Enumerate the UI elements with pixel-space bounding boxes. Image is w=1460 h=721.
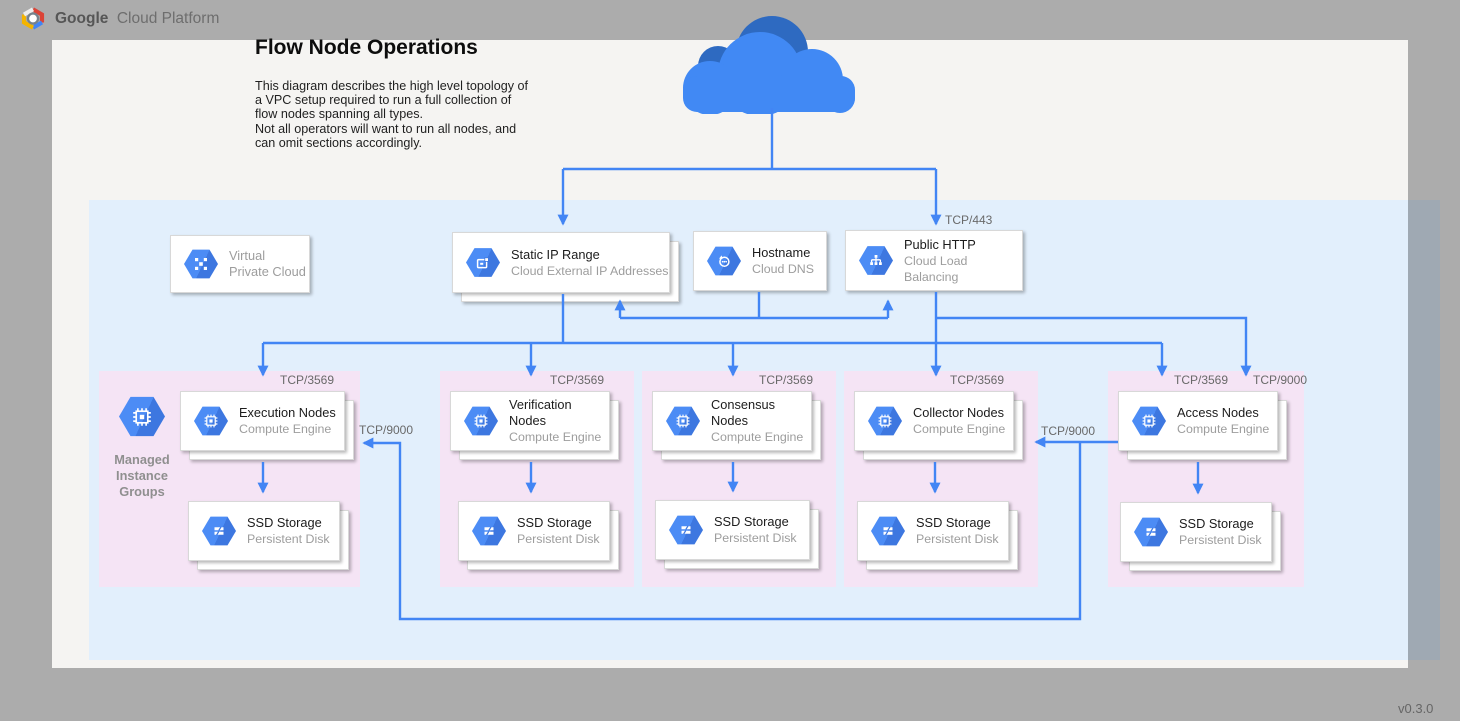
hostname-subtitle: Cloud DNS [752, 262, 814, 276]
compute-engine-icon [464, 406, 498, 436]
node-title: Access Nodes [1177, 405, 1259, 420]
storage-subtitle: Persistent Disk [517, 532, 600, 546]
external-ip-icon [466, 248, 500, 277]
node-subtitle: Compute Engine [509, 430, 602, 444]
page-title: Flow Node Operations [255, 36, 478, 59]
vpc-card: Virtual Private Cloud [170, 235, 310, 293]
public-http-subtitle: Cloud Load Balancing [904, 253, 968, 284]
compute-engine-icon [868, 406, 902, 436]
port-label-execution-3569: TCP/3569 [280, 373, 335, 387]
compute-engine-icon [1132, 406, 1166, 436]
vpc-network-zone-overflow [1408, 200, 1440, 660]
port-label-collector-3569: TCP/3569 [950, 373, 1005, 387]
persistent-disk-icon [1134, 517, 1168, 547]
storage-title: SSD Storage [247, 515, 322, 530]
static-ip-title: Static IP Range [511, 246, 600, 262]
node-subtitle: Compute Engine [1177, 422, 1270, 436]
version-label: v0.3.0 [1398, 701, 1434, 716]
node-title: Execution Nodes [239, 405, 336, 420]
vpc-card-line1: Virtual [229, 248, 266, 263]
public-http-title: Public HTTP [904, 236, 976, 252]
port-label-access-9000: TCP/9000 [1253, 373, 1308, 387]
gcp-logo-icon [20, 7, 46, 30]
hostname-title: Hostname [752, 245, 811, 260]
node-title: Collector Nodes [913, 405, 1005, 420]
compute-engine-icon [194, 406, 228, 436]
port-label-collector-9000: TCP/9000 [1041, 424, 1096, 438]
public-http-card: Public HTTP Cloud Load Balancing [845, 230, 1023, 291]
static-ip-subtitle: Cloud External IP Addresses [511, 263, 669, 278]
hostname-card: Hostname Cloud DNS [693, 231, 827, 291]
storage-title: SSD Storage [916, 515, 991, 530]
storage-subtitle: Persistent Disk [247, 532, 330, 546]
port-label-tcp443: TCP/443 [945, 213, 993, 227]
port-label-verification-3569: TCP/3569 [550, 373, 605, 387]
node-title: Verification Nodes [509, 397, 572, 428]
storage-title: SSD Storage [714, 514, 789, 529]
port-label-consensus-3569: TCP/3569 [759, 373, 814, 387]
node-subtitle: Compute Engine [913, 422, 1006, 436]
gcp-header: Google Cloud Platform [20, 7, 219, 30]
node-title: Consensus Nodes [711, 397, 776, 428]
cloud-icon [660, 14, 870, 114]
node-subtitle: Compute Engine [711, 430, 804, 444]
storage-title: SSD Storage [1179, 516, 1254, 531]
port-label-execution-9000: TCP/9000 [359, 423, 414, 437]
vpc-icon [184, 249, 218, 279]
compute-engine-icon [666, 406, 700, 436]
persistent-disk-icon [202, 516, 236, 546]
storage-subtitle: Persistent Disk [714, 531, 797, 545]
persistent-disk-icon [669, 515, 703, 545]
vpc-card-line2: Private Cloud [229, 264, 306, 279]
persistent-disk-icon [871, 516, 905, 546]
node-subtitle: Compute Engine [239, 422, 332, 436]
load-balancer-icon [859, 246, 893, 275]
managed-instance-groups-label: Managed Instance Groups [114, 452, 170, 499]
managed-instance-group-icon [119, 396, 165, 437]
port-label-access-3569: TCP/3569 [1174, 373, 1229, 387]
storage-title: SSD Storage [517, 515, 592, 530]
static-ip-card: Static IP Range Cloud External IP Addres… [452, 232, 670, 293]
dns-icon [707, 246, 741, 276]
persistent-disk-icon [472, 516, 506, 546]
storage-subtitle: Persistent Disk [916, 532, 999, 546]
description-text: This diagram describes the high level to… [255, 79, 529, 150]
storage-subtitle: Persistent Disk [1179, 533, 1262, 547]
brand-google: Google [55, 9, 109, 27]
brand-cloud-platform: Cloud Platform [116, 9, 220, 27]
